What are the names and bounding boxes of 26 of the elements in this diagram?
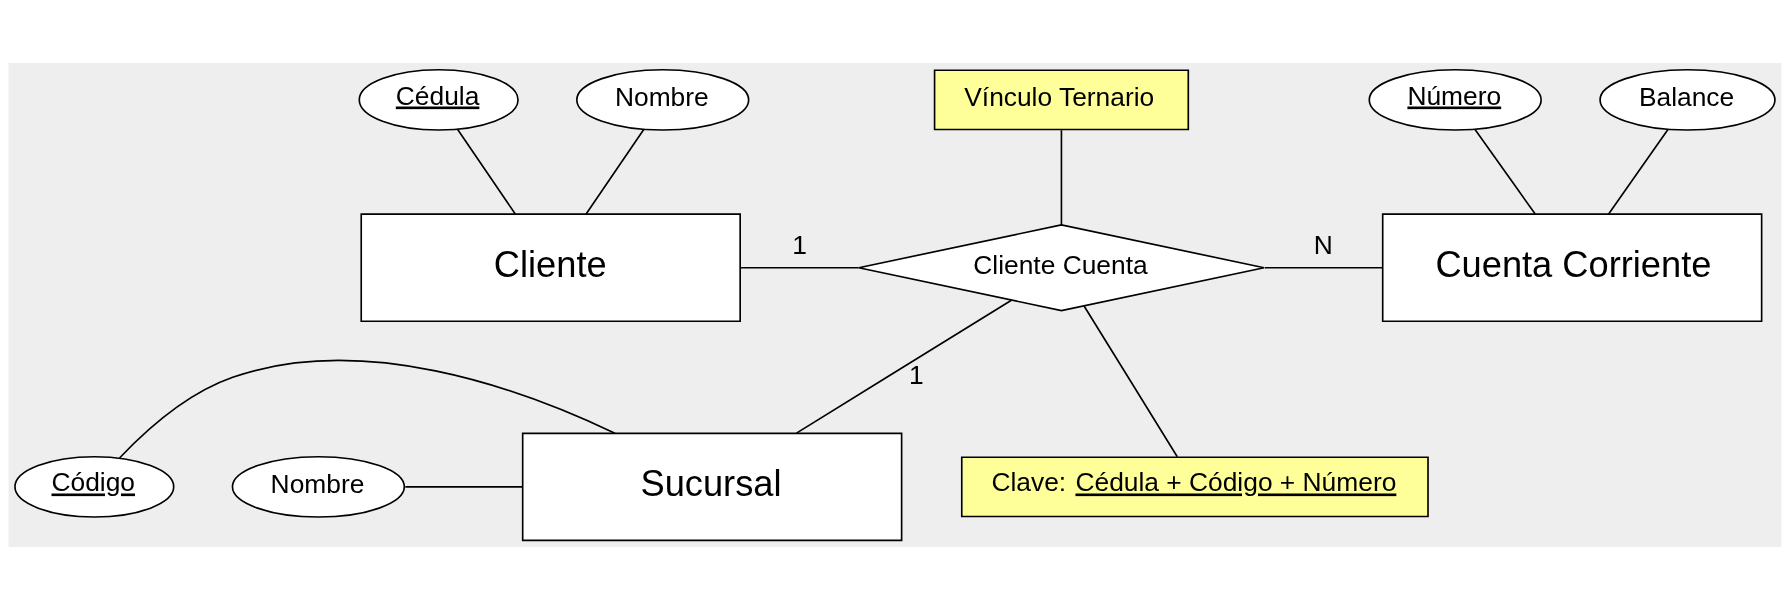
connector: [795, 299, 1013, 434]
connector: [456, 128, 517, 215]
connector: [1474, 128, 1536, 215]
node-box: Cuenta Corriente: [1381, 213, 1763, 323]
node-box: Cliente: [360, 213, 741, 323]
node-ellipse: Balance: [1599, 68, 1776, 131]
node-box: Sucursal: [521, 432, 903, 542]
node-box: Clave: Cédula + Código + Número: [960, 456, 1429, 518]
connector: [1060, 129, 1063, 226]
node-ellipse: Cédula: [358, 68, 519, 131]
edge-label: 1: [792, 230, 807, 261]
node-box: Vínculo Ternario: [933, 69, 1190, 131]
connector: [1607, 128, 1669, 215]
connector: [585, 128, 645, 215]
node-diamond: Cliente Cuenta: [857, 224, 1265, 312]
connector: [404, 486, 523, 488]
connector: [740, 266, 860, 269]
node-ellipse: Número: [1368, 68, 1542, 131]
connector: [1083, 305, 1179, 458]
node-ellipse: Nombre: [231, 455, 406, 518]
node-ellipse: Nombre: [576, 68, 750, 131]
node-ellipse: Código: [14, 455, 175, 518]
edge-label: 1: [909, 359, 924, 390]
connector: [118, 359, 616, 459]
edge-label: N: [1313, 230, 1333, 261]
connector: [1263, 266, 1384, 269]
